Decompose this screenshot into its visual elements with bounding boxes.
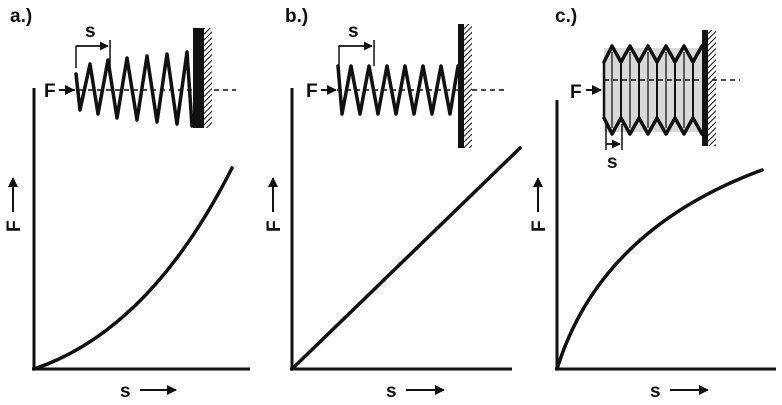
panel-b-force-curve-linear <box>290 146 522 371</box>
panel-a-coil-spring <box>74 50 194 128</box>
panel-c-wall-plate <box>702 30 710 146</box>
panel-b-label: b.) <box>285 6 308 27</box>
panel-c-wall-hatch <box>708 30 716 146</box>
panel-b-coil-spring <box>336 64 460 116</box>
panel-c-force-label: F <box>570 82 582 103</box>
panel-c-bellows: s F <box>570 30 740 173</box>
panel-c-graph: F s <box>529 100 776 402</box>
panel-c-label: c.) <box>555 6 577 27</box>
panel-a-s-label: s <box>85 21 96 42</box>
panel-b-spring: s F <box>306 21 505 148</box>
panel-c: c.) <box>529 6 776 402</box>
panel-a-label: a.) <box>10 6 32 27</box>
panel-a: a.) s F F s <box>4 6 250 402</box>
panel-b-x-axis-label: s <box>386 381 397 402</box>
panel-c-force-curve-degressive <box>555 168 764 371</box>
panel-b-graph: F s <box>264 88 522 402</box>
panel-a-spring: s F <box>44 21 236 128</box>
panel-b-wall-plate <box>458 24 466 148</box>
panel-c-x-axis-label: s <box>650 381 661 402</box>
panel-b-s-label: s <box>348 21 359 42</box>
panel-c-y-axis-label: F <box>529 220 550 232</box>
panel-a-force-label: F <box>44 81 56 102</box>
panel-c-s-label: s <box>607 152 618 173</box>
panel-b-force-label: F <box>306 81 318 102</box>
panel-a-y-axis-label: F <box>4 220 25 232</box>
panel-a-wall-hatch <box>204 28 212 128</box>
panel-a-force-curve-progressive <box>32 166 234 371</box>
panel-b: b.) s F F s <box>264 6 522 402</box>
panel-a-x-axis-label: s <box>120 381 131 402</box>
panel-b-y-axis-label: F <box>264 220 285 232</box>
panel-b-wall-hatch <box>464 24 472 148</box>
panel-c-bellows-body <box>602 44 704 136</box>
panel-a-wall-plate <box>193 28 207 128</box>
panel-a-graph: F s <box>4 88 250 402</box>
